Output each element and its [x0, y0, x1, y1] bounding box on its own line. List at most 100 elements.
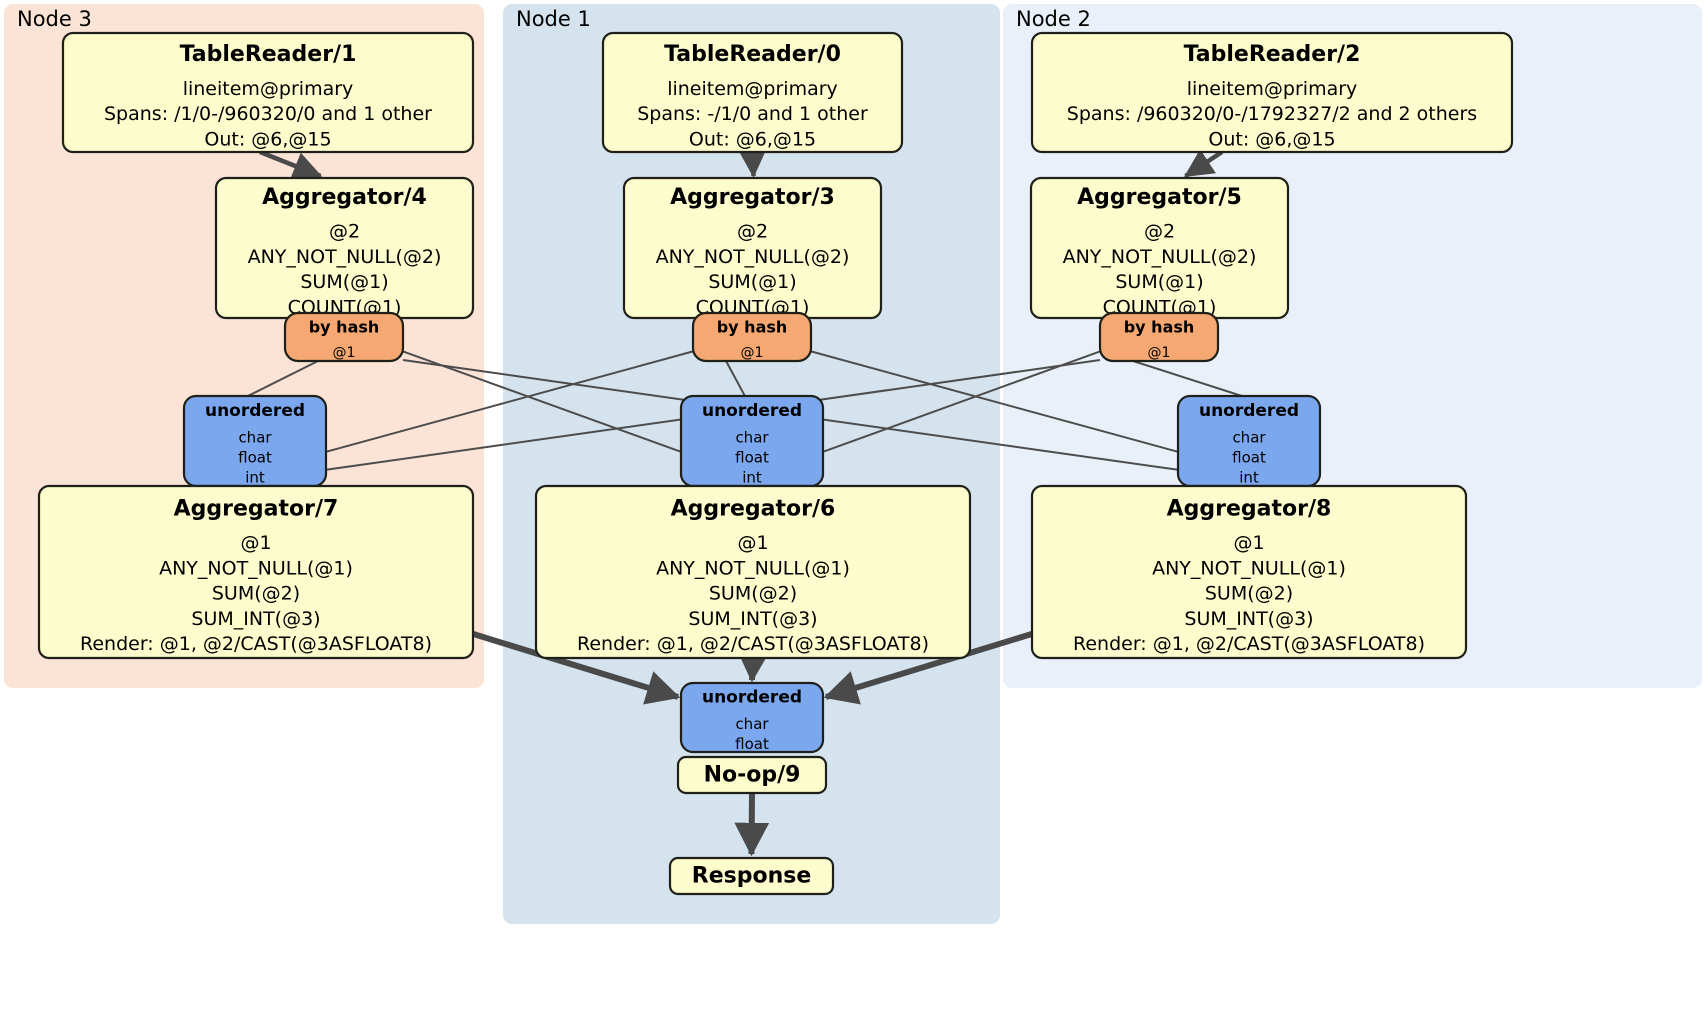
aggregator-6-box-line-1: ANY_NOT_NULL(@1): [656, 557, 850, 579]
response-box-shape[interactable]: [668, 856, 835, 896]
router-unordered-6-box-line-0: char: [735, 429, 769, 447]
aggregator-4-box[interactable]: Aggregator/4@2ANY_NOT_NULL(@2)SUM(@1)COU…: [214, 176, 475, 320]
aggregator-4-box-title: Aggregator/4: [262, 185, 427, 210]
router-unordered-8-box-line-0: char: [1232, 429, 1266, 447]
edge-tablereader0-to-aggregator3: [737, 148, 767, 178]
aggregator-4-box-line-0: @2: [329, 221, 360, 243]
tablereader-1-box-line-1: Spans: /1/0-/960320/0 and 1 other: [104, 103, 432, 125]
tablereader-1-box-line-2: Out: @6,@15: [204, 128, 331, 150]
noop-9-box[interactable]: No-op/9: [676, 755, 828, 795]
router-unordered-7-box-title: unordered: [205, 401, 305, 421]
aggregator-7-box-shape[interactable]: [37, 484, 475, 660]
response-box-title: Response: [692, 864, 812, 889]
aggregator-6-box-title: Aggregator/6: [671, 496, 836, 521]
aggregator-7-box-title: Aggregator/7: [174, 496, 339, 521]
edge-byhash_3-to-router_8: [810, 350, 1179, 453]
tablereader-1-box-shape[interactable]: [61, 31, 475, 154]
router-unordered-7-box-line-2: int: [245, 468, 265, 486]
router-unordered-6-box-line-2: int: [742, 468, 762, 486]
aggregator-8-box[interactable]: Aggregator/8@1ANY_NOT_NULL(@1)SUM(@2)SUM…: [1030, 484, 1468, 660]
byhash-5-node[interactable]: by hash @1: [1098, 311, 1220, 363]
noop-9-box-shape[interactable]: [676, 755, 828, 795]
byhash-4-node-line-0: @1: [333, 345, 356, 361]
aggregator-6-box-line-0: @1: [737, 532, 768, 554]
aggregator-7-box-line-1: ANY_NOT_NULL(@1): [159, 557, 353, 579]
tablereader-2-box-line-0: lineitem@primary: [1187, 78, 1358, 100]
edge-byhash_5-to-router_8: [1132, 360, 1243, 397]
aggregator-8-box-line-2: SUM(@2): [1205, 583, 1293, 605]
aggregator-7-box-line-2: SUM(@2): [212, 583, 300, 605]
response-box[interactable]: Response: [668, 856, 835, 896]
aggregator-5-box-line-1: ANY_NOT_NULL(@2): [1063, 246, 1257, 268]
edge-aggregator8-to-final-router: [823, 631, 1033, 705]
aggregator-3-box[interactable]: Aggregator/3@2ANY_NOT_NULL(@2)SUM(@1)COU…: [622, 176, 883, 320]
aggregator-5-box[interactable]: Aggregator/5@2ANY_NOT_NULL(@2)SUM(@1)COU…: [1029, 176, 1290, 320]
byhash-3-node-line-0: @1: [741, 345, 764, 361]
router-unordered-final-box-shape[interactable]: [679, 681, 825, 754]
edge-byhash_3-to-router_6: [725, 360, 746, 397]
router-unordered-8-box-title: unordered: [1199, 401, 1299, 421]
aggregator-8-box-shape[interactable]: [1030, 484, 1468, 660]
aggregator-8-box-line-0: @1: [1233, 532, 1264, 554]
aggregator-8-box-line-1: ANY_NOT_NULL(@1): [1152, 557, 1346, 579]
edge-aggregator7-to-final-router: [472, 631, 681, 705]
tablereader-1-box-line-0: lineitem@primary: [183, 78, 354, 100]
tablereader-2-box-line-1: Spans: /960320/0-/1792327/2 and 2 others: [1067, 103, 1477, 125]
tablereader-2-box-title: TableReader/2: [1184, 42, 1361, 67]
router-unordered-7-box-line-1: float: [238, 449, 272, 467]
aggregator-6-box-line-2: SUM(@2): [709, 583, 797, 605]
byhash-3-node-shape[interactable]: [691, 311, 813, 363]
aggregator-7-box-line-0: @1: [240, 532, 271, 554]
panel-label: Node 3: [17, 7, 92, 31]
aggregator-6-box-line-4: Render: @1, @2/CAST(@3ASFLOAT8): [577, 633, 929, 655]
tablereader-0-box-line-0: lineitem@primary: [667, 78, 838, 100]
aggregator-8-box-line-4: Render: @1, @2/CAST(@3ASFLOAT8): [1073, 633, 1425, 655]
router-unordered-final-box-line-1: float: [735, 735, 769, 753]
aggregator-4-box-line-1: ANY_NOT_NULL(@2): [248, 246, 442, 268]
edges-layer: [247, 148, 1243, 857]
tablereader-0-box-line-2: Out: @6,@15: [689, 128, 816, 150]
byhash-3-node[interactable]: by hash@1: [691, 311, 813, 363]
tablereader-0-box-shape[interactable]: [601, 31, 904, 154]
aggregator-7-box-line-4: Render: @1, @2/CAST(@3ASFLOAT8): [80, 633, 432, 655]
tablereader-2-box-shape[interactable]: [1030, 31, 1514, 154]
tablereader-0-box-line-1: Spans: -/1/0 and 1 other: [637, 103, 868, 125]
aggregator-7-box-line-3: SUM_INT(@3): [191, 608, 320, 630]
byhash-4-node-title: by hash: [309, 317, 380, 336]
aggregator-3-box-title: Aggregator/3: [670, 185, 835, 210]
byhash-4-node-shape[interactable]: [283, 311, 405, 363]
aggregator-3-box-line-0: @2: [737, 221, 768, 243]
byhash-5-node-shape[interactable]: [1098, 311, 1220, 363]
router-unordered-7-box-line-0: char: [238, 429, 272, 447]
edge-byhash_3-to-router_7: [325, 350, 694, 453]
router-unordered-final-box-title: unordered: [702, 688, 802, 708]
aggregator-6-box-line-3: SUM_INT(@3): [688, 608, 817, 630]
byhash-5-node-line-0: @1: [1148, 345, 1171, 361]
panel-label: Node 2: [1016, 7, 1091, 31]
byhash-5-node-title: by hash: [1124, 317, 1195, 336]
aggregator-5-box-title: Aggregator/5: [1077, 185, 1242, 210]
tablereader-2-box-line-2: Out: @6,@15: [1208, 128, 1335, 150]
router-unordered-6-box-line-1: float: [735, 449, 769, 467]
tablereader-0-box-title: TableReader/0: [664, 42, 841, 67]
byhash-4-node[interactable]: by hash @1: [283, 311, 405, 363]
aggregator-4-box-line-2: SUM(@1): [300, 271, 388, 293]
router-unordered-6-box-title: unordered: [702, 401, 802, 421]
router-unordered-8-box-line-2: int: [1239, 468, 1259, 486]
edge-aggregator6-to-final-router: [736, 648, 771, 683]
edge-byhash_4-to-router_6: [402, 350, 682, 453]
edge-tablereader2-to-aggregator5: [1183, 149, 1224, 178]
aggregator-6-box-shape[interactable]: [534, 484, 972, 660]
